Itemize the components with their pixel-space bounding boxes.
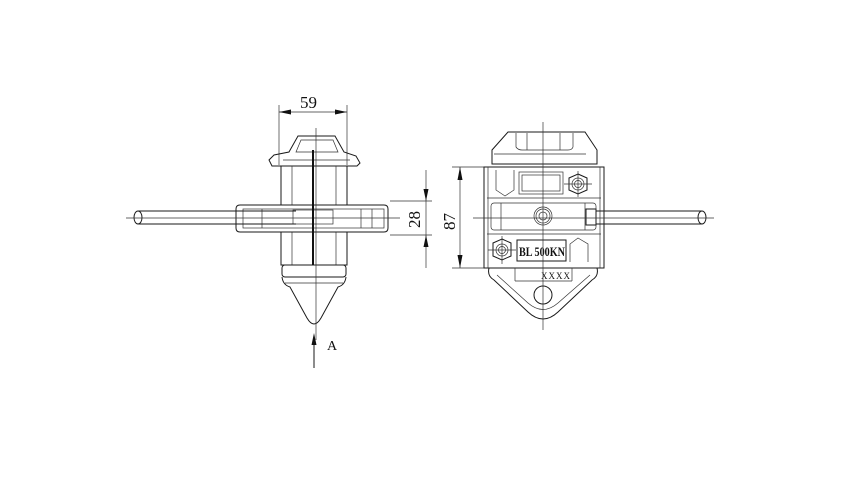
dimension-87: 87 xyxy=(440,166,492,269)
view-label-a: A xyxy=(327,339,338,354)
dimension-label-87: 87 xyxy=(440,213,459,231)
view-arrow-a: A xyxy=(311,333,338,368)
front-view: BL 500KN XXXX xyxy=(473,122,714,330)
dimension-label-28: 28 xyxy=(405,211,424,228)
plate-marking: BL 500KN xyxy=(519,245,565,259)
dimension-59: 59 xyxy=(278,93,348,165)
side-view: 59 xyxy=(126,93,492,368)
serial-marking: XXXX xyxy=(541,271,571,281)
dimension-label-59: 59 xyxy=(300,93,317,112)
dimension-28: 28 xyxy=(390,170,432,268)
